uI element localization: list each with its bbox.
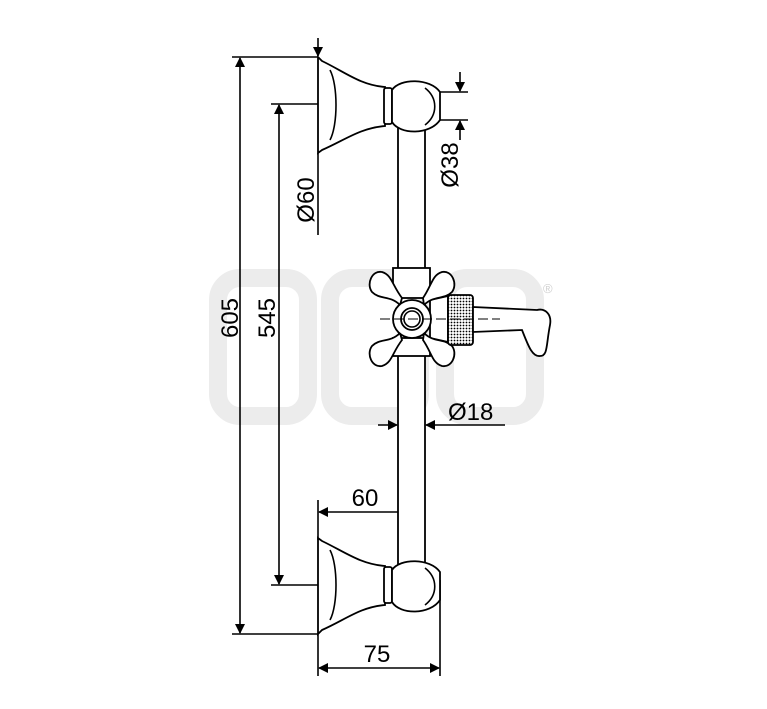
top-elbow-joint [391,80,441,133]
dimension-diameter-60: Ø60 [293,38,323,223]
dimension-545: 545 [254,104,284,585]
slide-bar [397,124,426,581]
dimension-diameter-18: Ø18 [378,399,505,430]
dimension-diameter-38: Ø38 [437,72,465,188]
top-wall-flange [317,54,393,155]
dimension-75: 75 [318,641,440,673]
dimension-605: 605 [217,57,245,634]
label-diameter-38: Ø38 [437,142,464,187]
label-diameter-60: Ø60 [293,177,320,222]
label-75: 75 [364,641,391,668]
label-60: 60 [352,485,379,512]
registered-mark: ® [543,281,553,296]
bottom-elbow-joint [391,560,441,613]
label-diameter-18: Ø18 [448,399,493,426]
bottom-wall-flange [317,536,393,637]
dimension-60: 60 [318,485,412,517]
shower-holder-lever [472,306,552,357]
label-605: 605 [217,298,244,338]
knurled-knob [447,294,474,346]
label-545: 545 [254,298,281,338]
